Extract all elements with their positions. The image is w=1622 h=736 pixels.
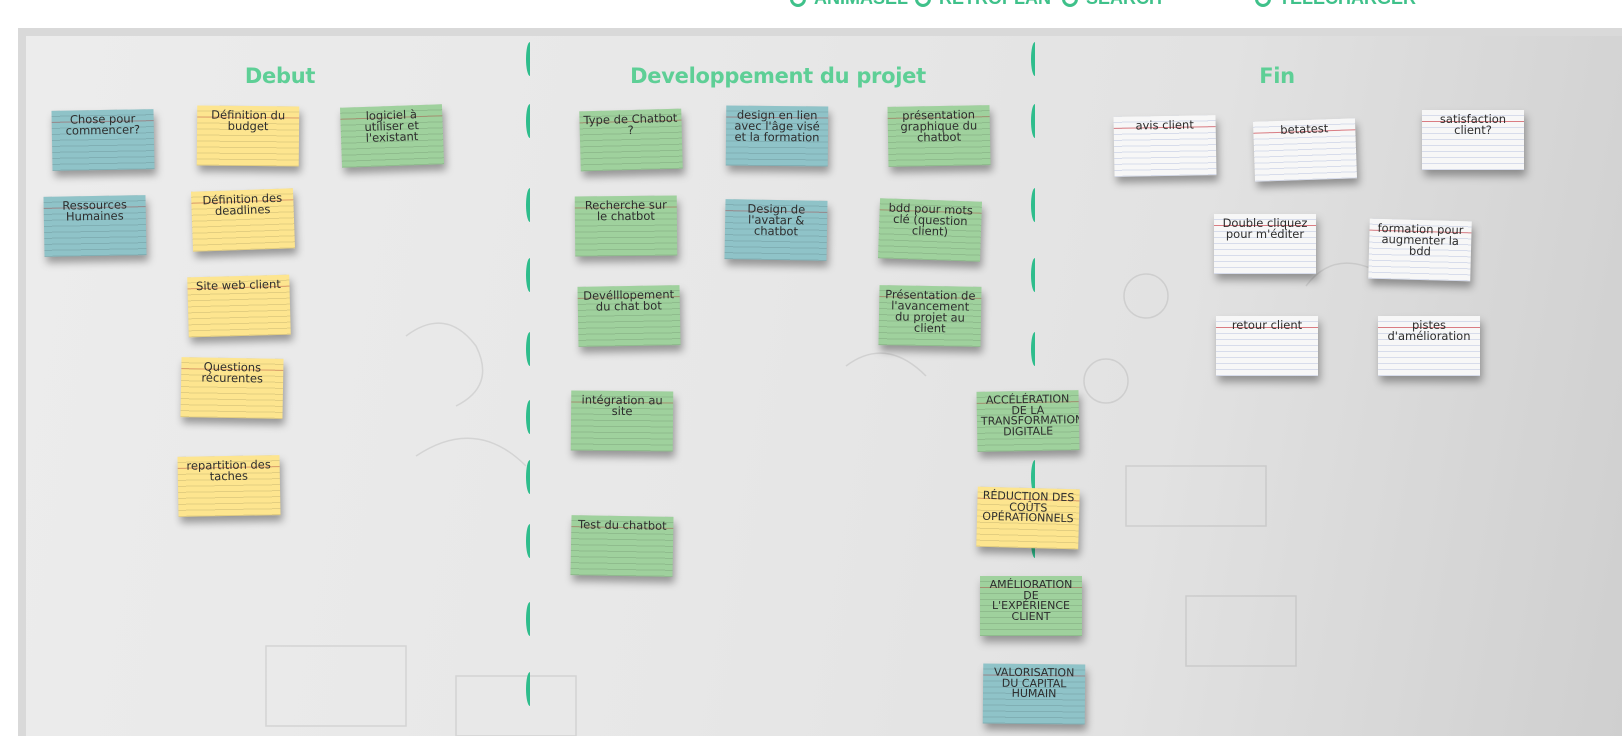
- column-divider: [526, 36, 536, 736]
- note-text: Design de l'avatar & chatbot: [747, 201, 806, 239]
- note-text: bdd pour mots clé (question client): [888, 200, 974, 239]
- note-text: RÉDUCTION DES COÛTS OPÉRATIONNELS: [982, 488, 1075, 526]
- note-text: Chose pour commencer?: [65, 111, 141, 138]
- note-text: Type de Chatbot ?: [583, 110, 678, 138]
- note-text: Recherche sur le chatbot: [584, 197, 667, 224]
- note-text: Questions récurentes: [201, 359, 264, 386]
- sticky-note[interactable]: pistes d'amélioration: [1378, 316, 1480, 376]
- sticky-note[interactable]: Devélllopement du chat bot: [577, 285, 681, 347]
- sticky-note[interactable]: AMÉLIORATION DE L'EXPÉRIENCE CLIENT: [980, 576, 1082, 636]
- sticky-note[interactable]: repartition des taches: [177, 455, 281, 517]
- toolbar-label: SEARCH: [1086, 0, 1162, 8]
- sticky-note[interactable]: bdd pour mots clé (question client): [877, 198, 983, 262]
- note-text: Définition du budget: [211, 107, 286, 134]
- column-title-fin[interactable]: Fin: [1259, 64, 1295, 88]
- sticky-note[interactable]: présentation graphique du chatbot: [887, 105, 991, 167]
- sticky-note[interactable]: Ressources Humaines: [43, 195, 147, 257]
- note-text: présentation graphique du chatbot: [900, 107, 978, 145]
- note-text: Test du chatbot: [577, 517, 667, 533]
- note-text: Devélllopement du chat bot: [583, 287, 675, 314]
- arrow-icon: [915, 0, 931, 8]
- search-icon: [1062, 0, 1078, 8]
- note-text: logiciel à utiliser et l'existant: [364, 107, 420, 145]
- flag-icon: [1255, 0, 1271, 8]
- note-text: VALORISATION DU CAPITAL HUMAIN: [993, 665, 1075, 701]
- toolbar-label: ANIMASEL: [814, 0, 908, 8]
- note-text: repartition des taches: [186, 457, 271, 484]
- note-text: AMÉLIORATION DE L'EXPÉRIENCE CLIENT: [989, 578, 1073, 623]
- music-note-icon: [790, 0, 806, 8]
- note-text: ACCÉLÉRATION DE LA TRANSFORMATION DIGITA…: [980, 392, 1080, 438]
- sticky-note[interactable]: ACCÉLÉRATION DE LA TRANSFORMATION DIGITA…: [976, 390, 1080, 452]
- note-text: formation pour augmenter la bdd: [1377, 220, 1464, 259]
- note-text: retour client: [1231, 318, 1303, 332]
- sticky-note[interactable]: Test du chatbot: [570, 515, 674, 577]
- sticky-note[interactable]: formation pour augmenter la bdd: [1368, 218, 1472, 282]
- note-text: intégration au site: [581, 392, 663, 419]
- toolbar-item-search[interactable]: SEARCH: [1062, 0, 1162, 9]
- note-text: design en lien avec l'âge visé et la for…: [734, 107, 820, 145]
- note-text: avis client: [1135, 117, 1194, 133]
- note-text: Site web client: [195, 276, 281, 294]
- sticky-note[interactable]: intégration au site: [570, 390, 674, 452]
- sticky-note[interactable]: Définition des deadlines: [190, 188, 296, 252]
- toolbar-label: TELECHARGER: [1279, 0, 1416, 8]
- toolbar-item-telecharger[interactable]: TELECHARGER: [1255, 0, 1416, 9]
- toolbar-label: RETROPLAN: [939, 0, 1051, 8]
- retroplan-board[interactable]: Debut Developpement du projet Fin Chose …: [18, 28, 1622, 736]
- sticky-note[interactable]: Présentation de l'avancement du projet a…: [878, 285, 982, 347]
- sticky-note[interactable]: retour client: [1216, 316, 1318, 376]
- note-text: Présentation de l'avancement du projet a…: [885, 287, 976, 336]
- sticky-note[interactable]: Type de Chatbot ?: [579, 108, 683, 172]
- sticky-note[interactable]: Site web client: [187, 274, 291, 338]
- note-text: satisfaction client?: [1439, 112, 1507, 137]
- sticky-note[interactable]: Définition du budget: [196, 105, 300, 167]
- note-text: Double cliquez pour m'éditer: [1222, 216, 1308, 241]
- sticky-note[interactable]: logiciel à utiliser et l'existant: [339, 104, 445, 168]
- top-toolbar: ANIMASEL RETROPLAN SEARCH TELECHARGER: [0, 0, 1622, 24]
- column-title-debut[interactable]: Debut: [244, 64, 316, 88]
- sticky-note[interactable]: avis client: [1113, 115, 1217, 177]
- toolbar-item-animasel[interactable]: ANIMASEL: [790, 0, 908, 9]
- toolbar-item-retroplan[interactable]: RETROPLAN: [915, 0, 1051, 9]
- sticky-note[interactable]: Double cliquez pour m'éditer: [1214, 214, 1316, 274]
- sticky-note[interactable]: Questions récurentes: [180, 357, 284, 419]
- sticky-note[interactable]: RÉDUCTION DES COÛTS OPÉRATIONNELS: [976, 486, 1080, 550]
- sticky-note[interactable]: betatest: [1252, 118, 1358, 182]
- sticky-note[interactable]: Chose pour commencer?: [51, 109, 155, 171]
- sticky-note[interactable]: Design de l'avatar & chatbot: [724, 199, 828, 261]
- note-text: pistes d'amélioration: [1387, 318, 1471, 343]
- note-text: betatest: [1280, 121, 1329, 137]
- column-title-developpement[interactable]: Developpement du projet: [630, 64, 926, 88]
- sticky-note[interactable]: satisfaction client?: [1422, 110, 1524, 170]
- note-text: Définition des deadlines: [202, 190, 283, 218]
- sticky-note[interactable]: Recherche sur le chatbot: [574, 195, 678, 257]
- note-text: Ressources Humaines: [62, 197, 128, 224]
- sticky-note[interactable]: design en lien avec l'âge visé et la for…: [725, 105, 829, 167]
- sticky-note[interactable]: VALORISATION DU CAPITAL HUMAIN: [982, 663, 1086, 725]
